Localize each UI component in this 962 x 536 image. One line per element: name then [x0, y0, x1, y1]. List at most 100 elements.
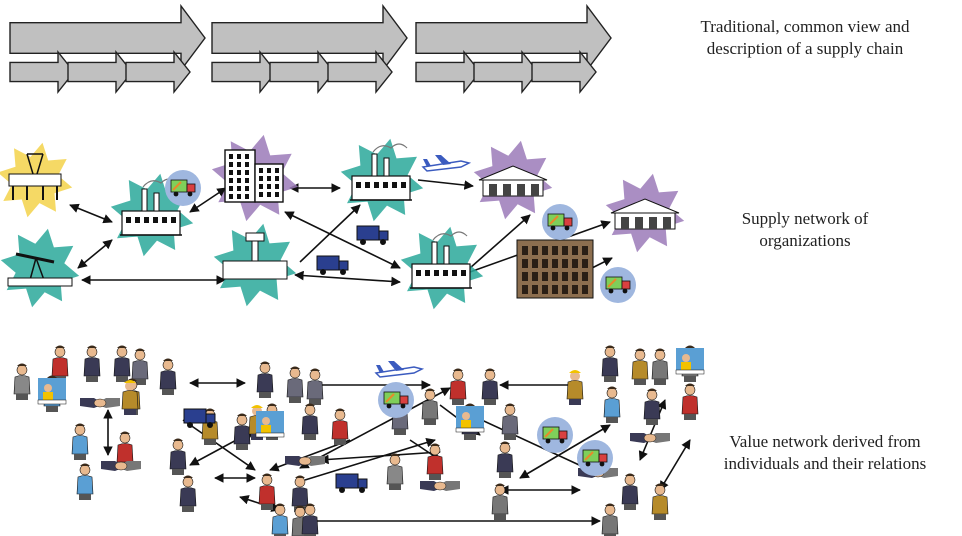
- small-chain-arrow: [67, 50, 133, 94]
- person-icon: [621, 473, 639, 510]
- handshake-icon: [285, 456, 325, 466]
- truck-icon: [356, 225, 389, 245]
- person-icon: [631, 348, 649, 385]
- caption-value-network: Value network derived from individuals a…: [690, 431, 960, 475]
- big-chain-arrow: [9, 3, 206, 73]
- truck-icon: [183, 408, 216, 428]
- small-chain-arrow: [327, 50, 393, 94]
- warehouse-icon: [473, 140, 553, 220]
- person-icon: [159, 358, 177, 395]
- airplane-icon: [421, 155, 472, 172]
- office-building-icon: [516, 239, 594, 299]
- person-icon: [455, 406, 485, 433]
- handshake-icon: [101, 461, 141, 471]
- caption-line: organizations: [759, 231, 851, 250]
- factory-icon: [340, 138, 424, 222]
- person-icon: [603, 386, 621, 423]
- caption-line: Supply network of: [741, 209, 869, 228]
- person-icon: [169, 438, 187, 475]
- small-chain-arrow: [125, 50, 191, 94]
- small-chain-arrow: [473, 50, 539, 94]
- person-icon: [426, 443, 444, 480]
- person-icon: [601, 345, 619, 382]
- caption-line: description of a supply chain: [706, 39, 904, 58]
- caption-supply-network: Supply network of organizations: [700, 208, 910, 252]
- handshake-icon: [420, 481, 460, 491]
- person-icon: [496, 441, 514, 478]
- truck-icon: [335, 473, 368, 493]
- person-icon: [76, 463, 94, 500]
- airplane-icon: [374, 361, 425, 378]
- network-link: [299, 204, 361, 263]
- network-link: [659, 439, 691, 491]
- truck-icon: [165, 170, 201, 206]
- small-chain-arrow: [269, 50, 335, 94]
- truck-icon: [316, 255, 349, 275]
- factory-icon: [213, 223, 297, 307]
- big-chain-arrow: [415, 3, 612, 73]
- person-icon: [651, 348, 669, 385]
- network-link: [638, 399, 667, 461]
- network-link: [284, 211, 401, 269]
- caption-traditional-supply-chain: Traditional, common view and description…: [660, 16, 950, 60]
- warehouse-icon: [605, 173, 685, 253]
- person-icon: [71, 423, 89, 460]
- network-link: [469, 214, 531, 269]
- network-link: [189, 187, 227, 213]
- person-icon: [306, 368, 324, 405]
- person-icon: [83, 345, 101, 382]
- small-chain-arrow: [9, 50, 75, 94]
- person-icon: [449, 368, 467, 405]
- factory-icon: [400, 226, 484, 310]
- person-icon: [421, 388, 439, 425]
- network-link: [417, 179, 474, 190]
- handshake-icon: [80, 398, 120, 408]
- person-icon: [301, 503, 319, 536]
- traditional-chain: [9, 3, 612, 94]
- person-icon: [113, 345, 131, 382]
- network-link: [294, 270, 401, 287]
- network-link: [69, 203, 113, 224]
- person-icon: [286, 366, 304, 403]
- person-icon: [643, 388, 661, 425]
- worker-icon: [566, 370, 584, 405]
- person-icon: [681, 383, 699, 420]
- person-icon: [481, 368, 499, 405]
- network-link: [77, 239, 113, 269]
- person-icon: [131, 348, 149, 385]
- person-icon: [301, 403, 319, 440]
- network-link: [319, 447, 441, 465]
- truck-icon: [600, 267, 636, 303]
- person-icon: [651, 483, 669, 520]
- small-chain-arrow: [211, 50, 277, 94]
- worker-icon: [121, 380, 139, 415]
- person-icon: [13, 363, 31, 400]
- big-chain-arrow: [211, 3, 408, 73]
- small-chain-arrow: [415, 50, 481, 94]
- person-icon: [179, 475, 197, 512]
- person-icon: [675, 348, 705, 375]
- caption-line: individuals and their relations: [723, 454, 927, 473]
- person-icon: [491, 483, 509, 520]
- truck-icon: [577, 440, 613, 476]
- person-icon: [601, 503, 619, 536]
- person-icon: [386, 453, 404, 490]
- person-icon: [256, 361, 274, 398]
- person-icon: [331, 408, 349, 445]
- person-icon: [501, 403, 519, 440]
- person-icon: [233, 413, 251, 450]
- handshake-icon: [630, 433, 670, 443]
- truck-icon: [542, 204, 578, 240]
- truck-icon: [537, 417, 573, 453]
- person-icon: [258, 473, 276, 510]
- truck-icon: [378, 382, 414, 418]
- network-link: [519, 424, 611, 479]
- office-building-icon: [211, 134, 299, 222]
- person-icon: [37, 378, 67, 405]
- caption-line: Value network derived from: [729, 432, 921, 451]
- small-chain-arrow: [531, 50, 597, 94]
- person-icon: [255, 411, 285, 438]
- oil-pump-icon: [0, 228, 80, 308]
- caption-line: Traditional, common view and: [700, 17, 910, 36]
